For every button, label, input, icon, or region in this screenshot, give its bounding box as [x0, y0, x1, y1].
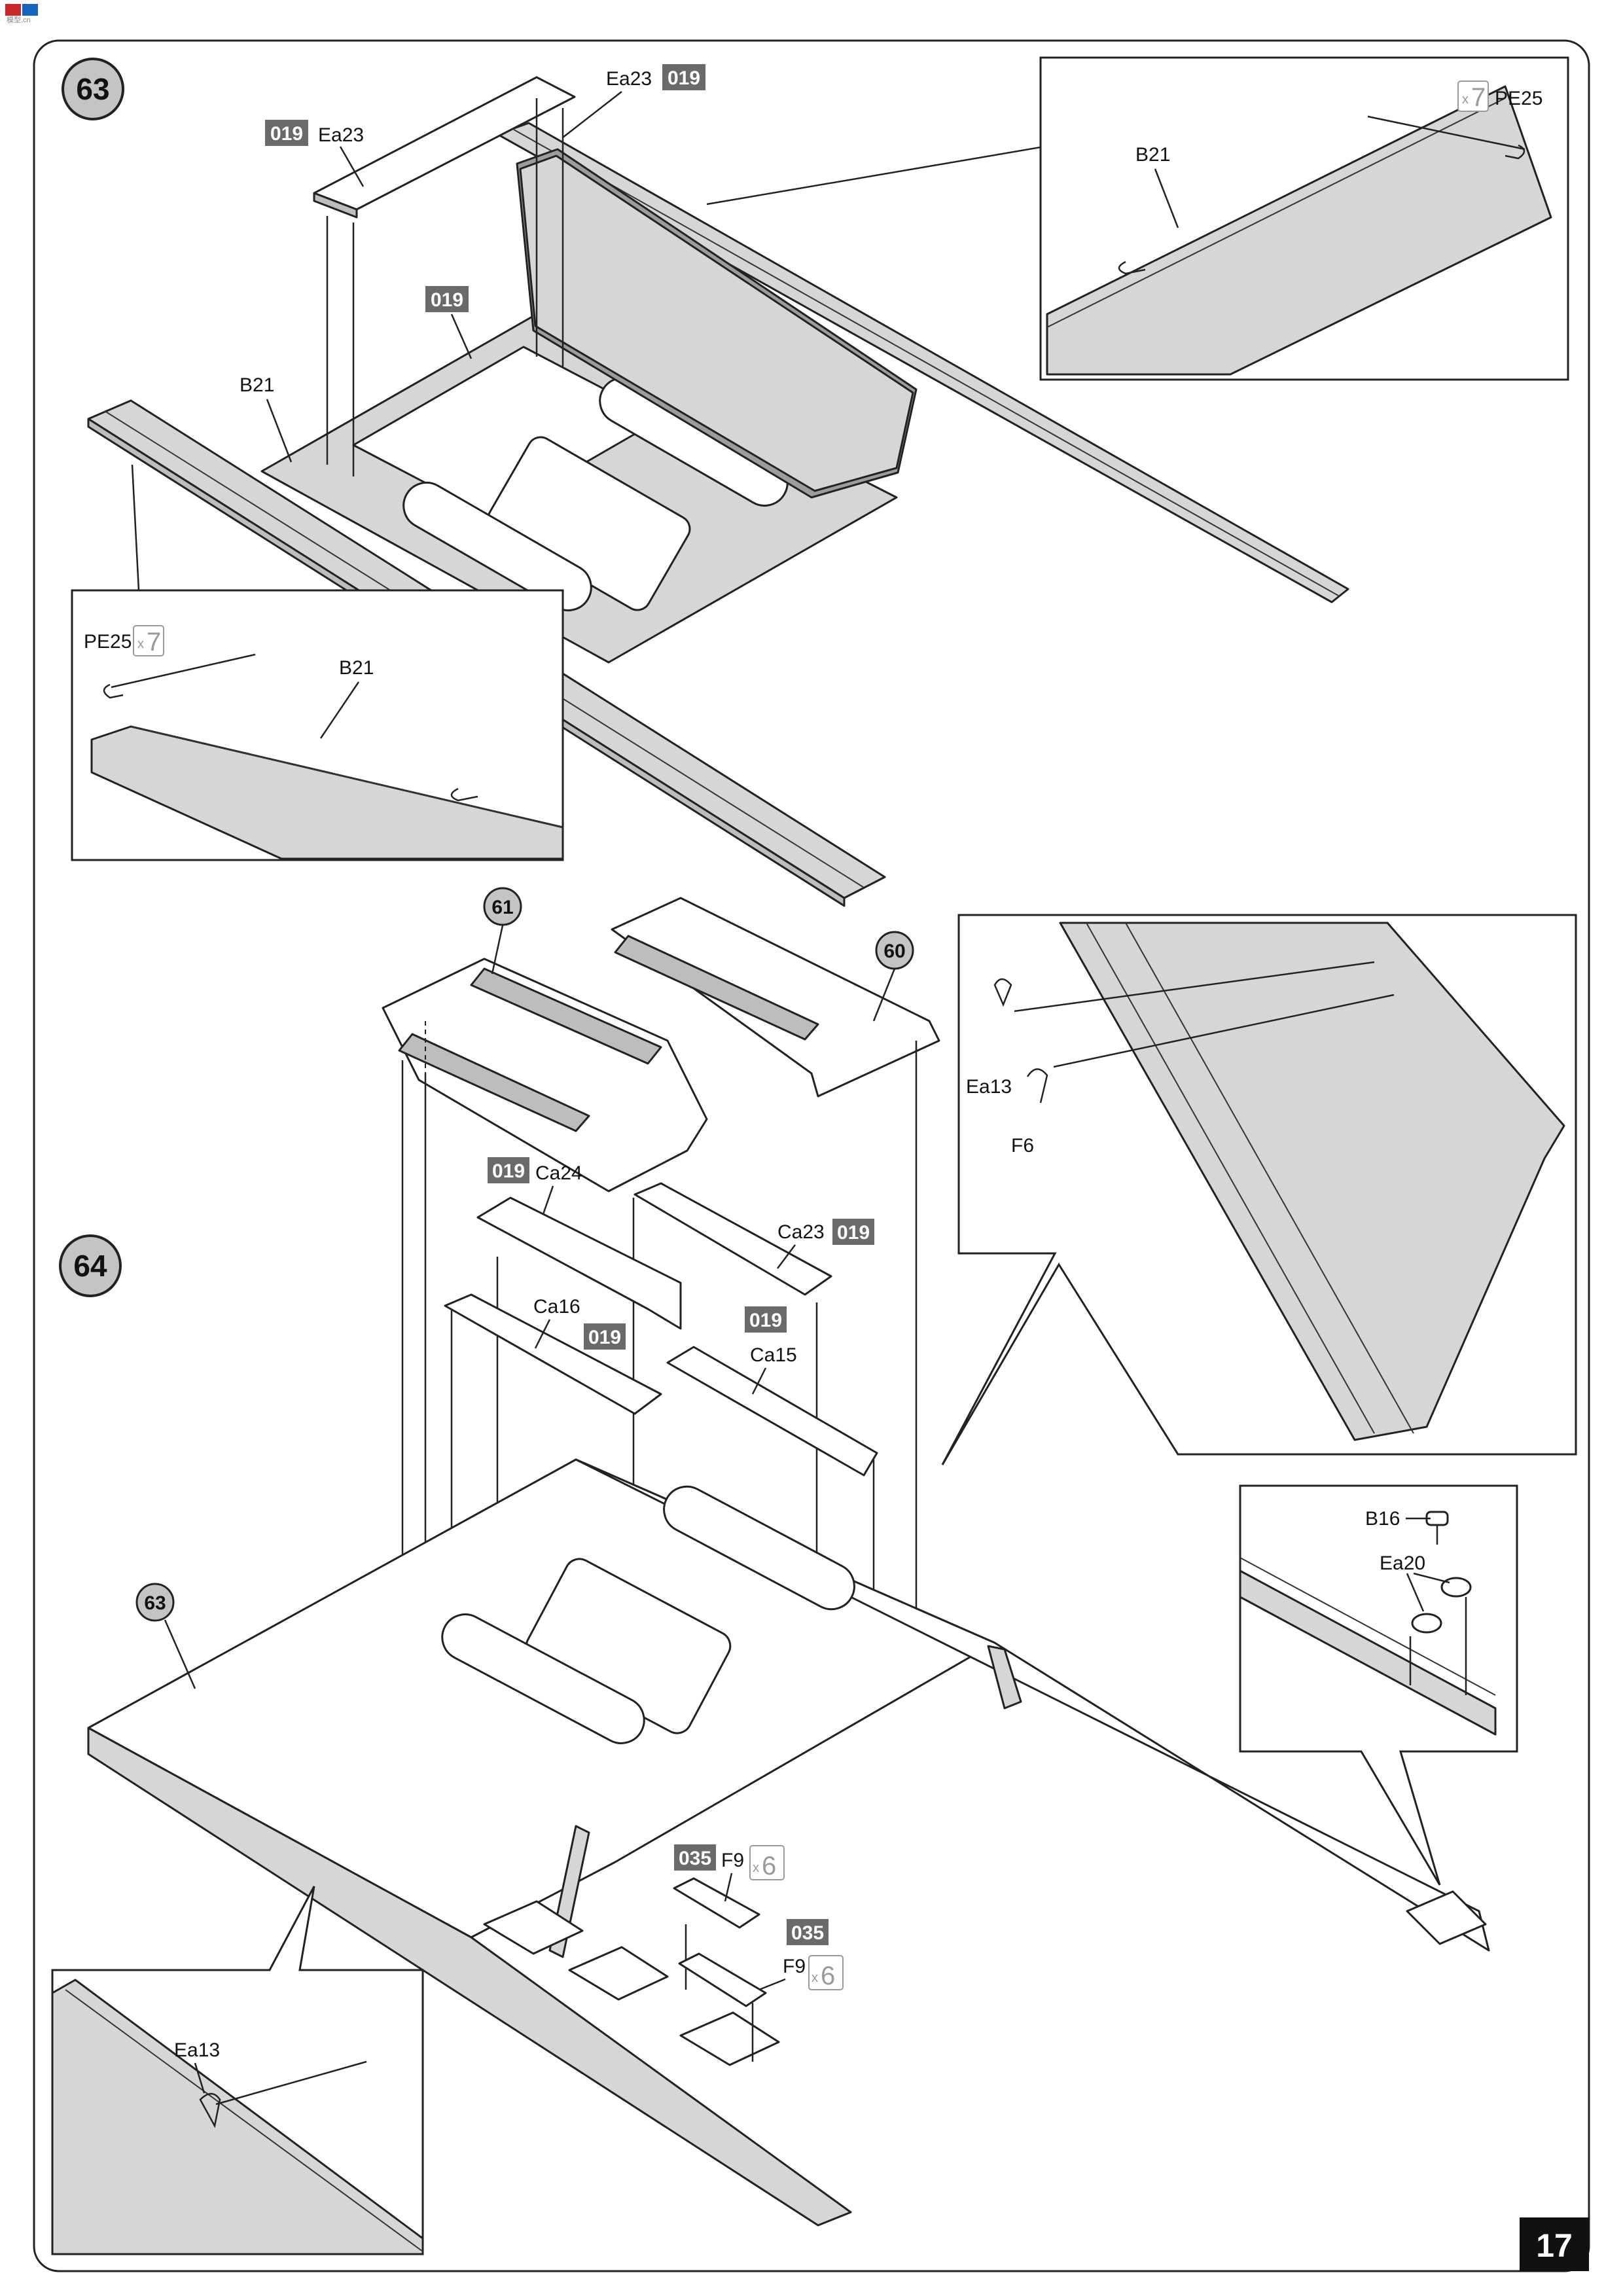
step-64-number: 64	[73, 1249, 107, 1283]
f9-part-upper	[673, 1877, 760, 1990]
subassembly-60: 60	[611, 897, 940, 1098]
plate-ca24	[476, 1196, 682, 1330]
f9-part-lower	[678, 1952, 767, 2062]
step-64-marker: 64	[59, 1234, 122, 1297]
part-label: F9	[721, 1850, 744, 1871]
detail-pe25-bottom: x 7 PE25 B21	[71, 464, 564, 861]
part-label: Ea23	[606, 68, 652, 90]
code-badge: 019	[588, 1327, 621, 1348]
part-label: Ca24	[535, 1162, 582, 1184]
part-label: B21	[339, 657, 374, 679]
code-badge: 019	[492, 1160, 525, 1182]
svg-text:x: x	[1462, 92, 1469, 107]
quantity-badge: x 7	[133, 625, 164, 656]
callout-ea23-right: Ea23 019	[562, 64, 705, 138]
svg-text:7: 7	[1471, 83, 1486, 112]
detail-pe25-top: B21 x 7 PE25	[706, 56, 1569, 381]
callout-ea23-left: 019 Ea23	[265, 120, 365, 187]
part-label: Ca16	[533, 1296, 580, 1318]
subassembly-63-label: 63	[144, 1592, 166, 1614]
hardware-label: PE25	[1495, 88, 1543, 109]
callout-ca16: Ca16 019	[533, 1296, 626, 1350]
part-label: B21	[240, 374, 274, 396]
code-badge: 035	[679, 1848, 711, 1869]
subassembly-60-label: 60	[883, 941, 905, 962]
step-63: 63	[62, 56, 1569, 907]
part-label: Ea23	[318, 124, 364, 146]
quantity-badge: x 6	[808, 1955, 844, 1990]
code-badge: 019	[837, 1222, 870, 1244]
detail-ea13-f6: Ea13 F6	[941, 914, 1577, 1465]
quantity-badge: x 7	[1457, 81, 1489, 112]
part-label: F9	[783, 1956, 806, 1977]
step-63-number: 63	[76, 72, 109, 106]
code-badge: 019	[431, 289, 463, 311]
detail-ea13-bottom: Ea13	[51, 1886, 424, 2255]
plate-ca23	[633, 1182, 832, 1296]
part-label: Ea20	[1380, 1552, 1425, 1574]
rear-wall	[516, 148, 918, 499]
code-badge: 019	[749, 1310, 782, 1331]
plate-ca15	[666, 1346, 878, 1477]
part-label: Ea13	[174, 2039, 220, 2061]
part-label: Ca23	[777, 1221, 825, 1243]
callout-ca15: 019 Ca15	[745, 1306, 797, 1395]
callout-ca23: Ca23 019	[777, 1219, 874, 1269]
quantity-badge: x 6	[749, 1845, 785, 1880]
page-number: 17	[1536, 2227, 1573, 2264]
svg-text:x: x	[137, 637, 144, 651]
svg-text:7: 7	[147, 628, 161, 656]
page-number-badge: 17	[1520, 2217, 1589, 2271]
callout-b21: B21	[240, 374, 293, 463]
svg-text:x: x	[812, 1971, 818, 1985]
page-frame	[33, 39, 1590, 2272]
detail-b16-ea20: B16 Ea20	[1239, 1484, 1518, 1886]
svg-text:x: x	[753, 1861, 759, 1875]
part-label: F6	[1011, 1135, 1034, 1157]
step-64: 64 61 60	[51, 887, 1577, 2255]
part-label: Ca15	[750, 1344, 797, 1366]
subassembly-63-hull: 63	[87, 1458, 1490, 2227]
callout-f9-lower: 035 F9 x 6	[758, 1919, 844, 1991]
part-label: B16	[1365, 1508, 1400, 1530]
callout-019-floor: 019	[425, 286, 473, 359]
subassembly-61-label: 61	[491, 897, 513, 918]
subassembly-61: 61	[382, 887, 708, 1193]
callout-ca24: 019 Ca24	[488, 1157, 582, 1215]
ea23-plate	[313, 76, 576, 476]
code-badge: 035	[791, 1922, 824, 1944]
plate-ca16	[444, 1293, 662, 1415]
callout-f9-upper: 035 F9 x 6	[674, 1844, 785, 1902]
code-badge: 019	[270, 123, 303, 145]
step-63-marker: 63	[62, 58, 124, 120]
hardware-label: PE25	[84, 631, 132, 653]
watermark-text: 模型.cn	[7, 15, 31, 24]
svg-text:6: 6	[821, 1962, 835, 1990]
watermark-logo: 模型.cn	[5, 4, 38, 24]
svg-text:6: 6	[762, 1852, 776, 1880]
part-label: Ea13	[966, 1076, 1012, 1098]
code-badge: 019	[668, 67, 700, 89]
part-label: B21	[1135, 144, 1170, 166]
